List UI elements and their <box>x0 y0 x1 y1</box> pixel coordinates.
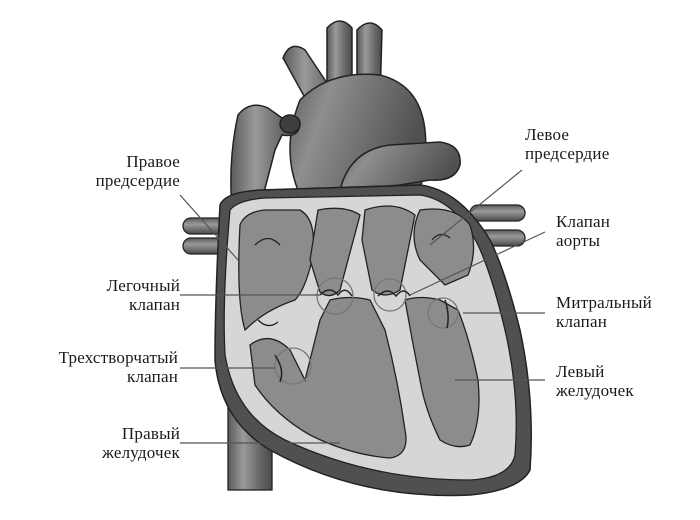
label-left-atrium: Левое предсердие <box>525 125 610 163</box>
right-ventricle-chamber <box>249 296 407 459</box>
right-atrium-chamber <box>238 209 315 332</box>
pulmonary-artery <box>339 141 461 191</box>
left-ventricle-chamber <box>404 296 480 448</box>
label-right-ventricle: Правый желудочек <box>102 424 180 462</box>
leader-lines <box>179 169 546 444</box>
label-pulmonary-valve: Легочный клапан <box>106 276 180 314</box>
left-atrium-chamber <box>413 208 475 286</box>
label-tricuspid-valve: Трехстворчатый клапан <box>58 348 178 386</box>
label-aortic-valve: Клапан аорты <box>556 212 611 250</box>
label-mitral-valve: Митральный клапан <box>556 293 652 331</box>
label-right-atrium: Правое предсердие <box>95 152 180 190</box>
valve-markers <box>274 277 459 385</box>
label-left-ventricle: Левый желудочек <box>556 362 634 400</box>
